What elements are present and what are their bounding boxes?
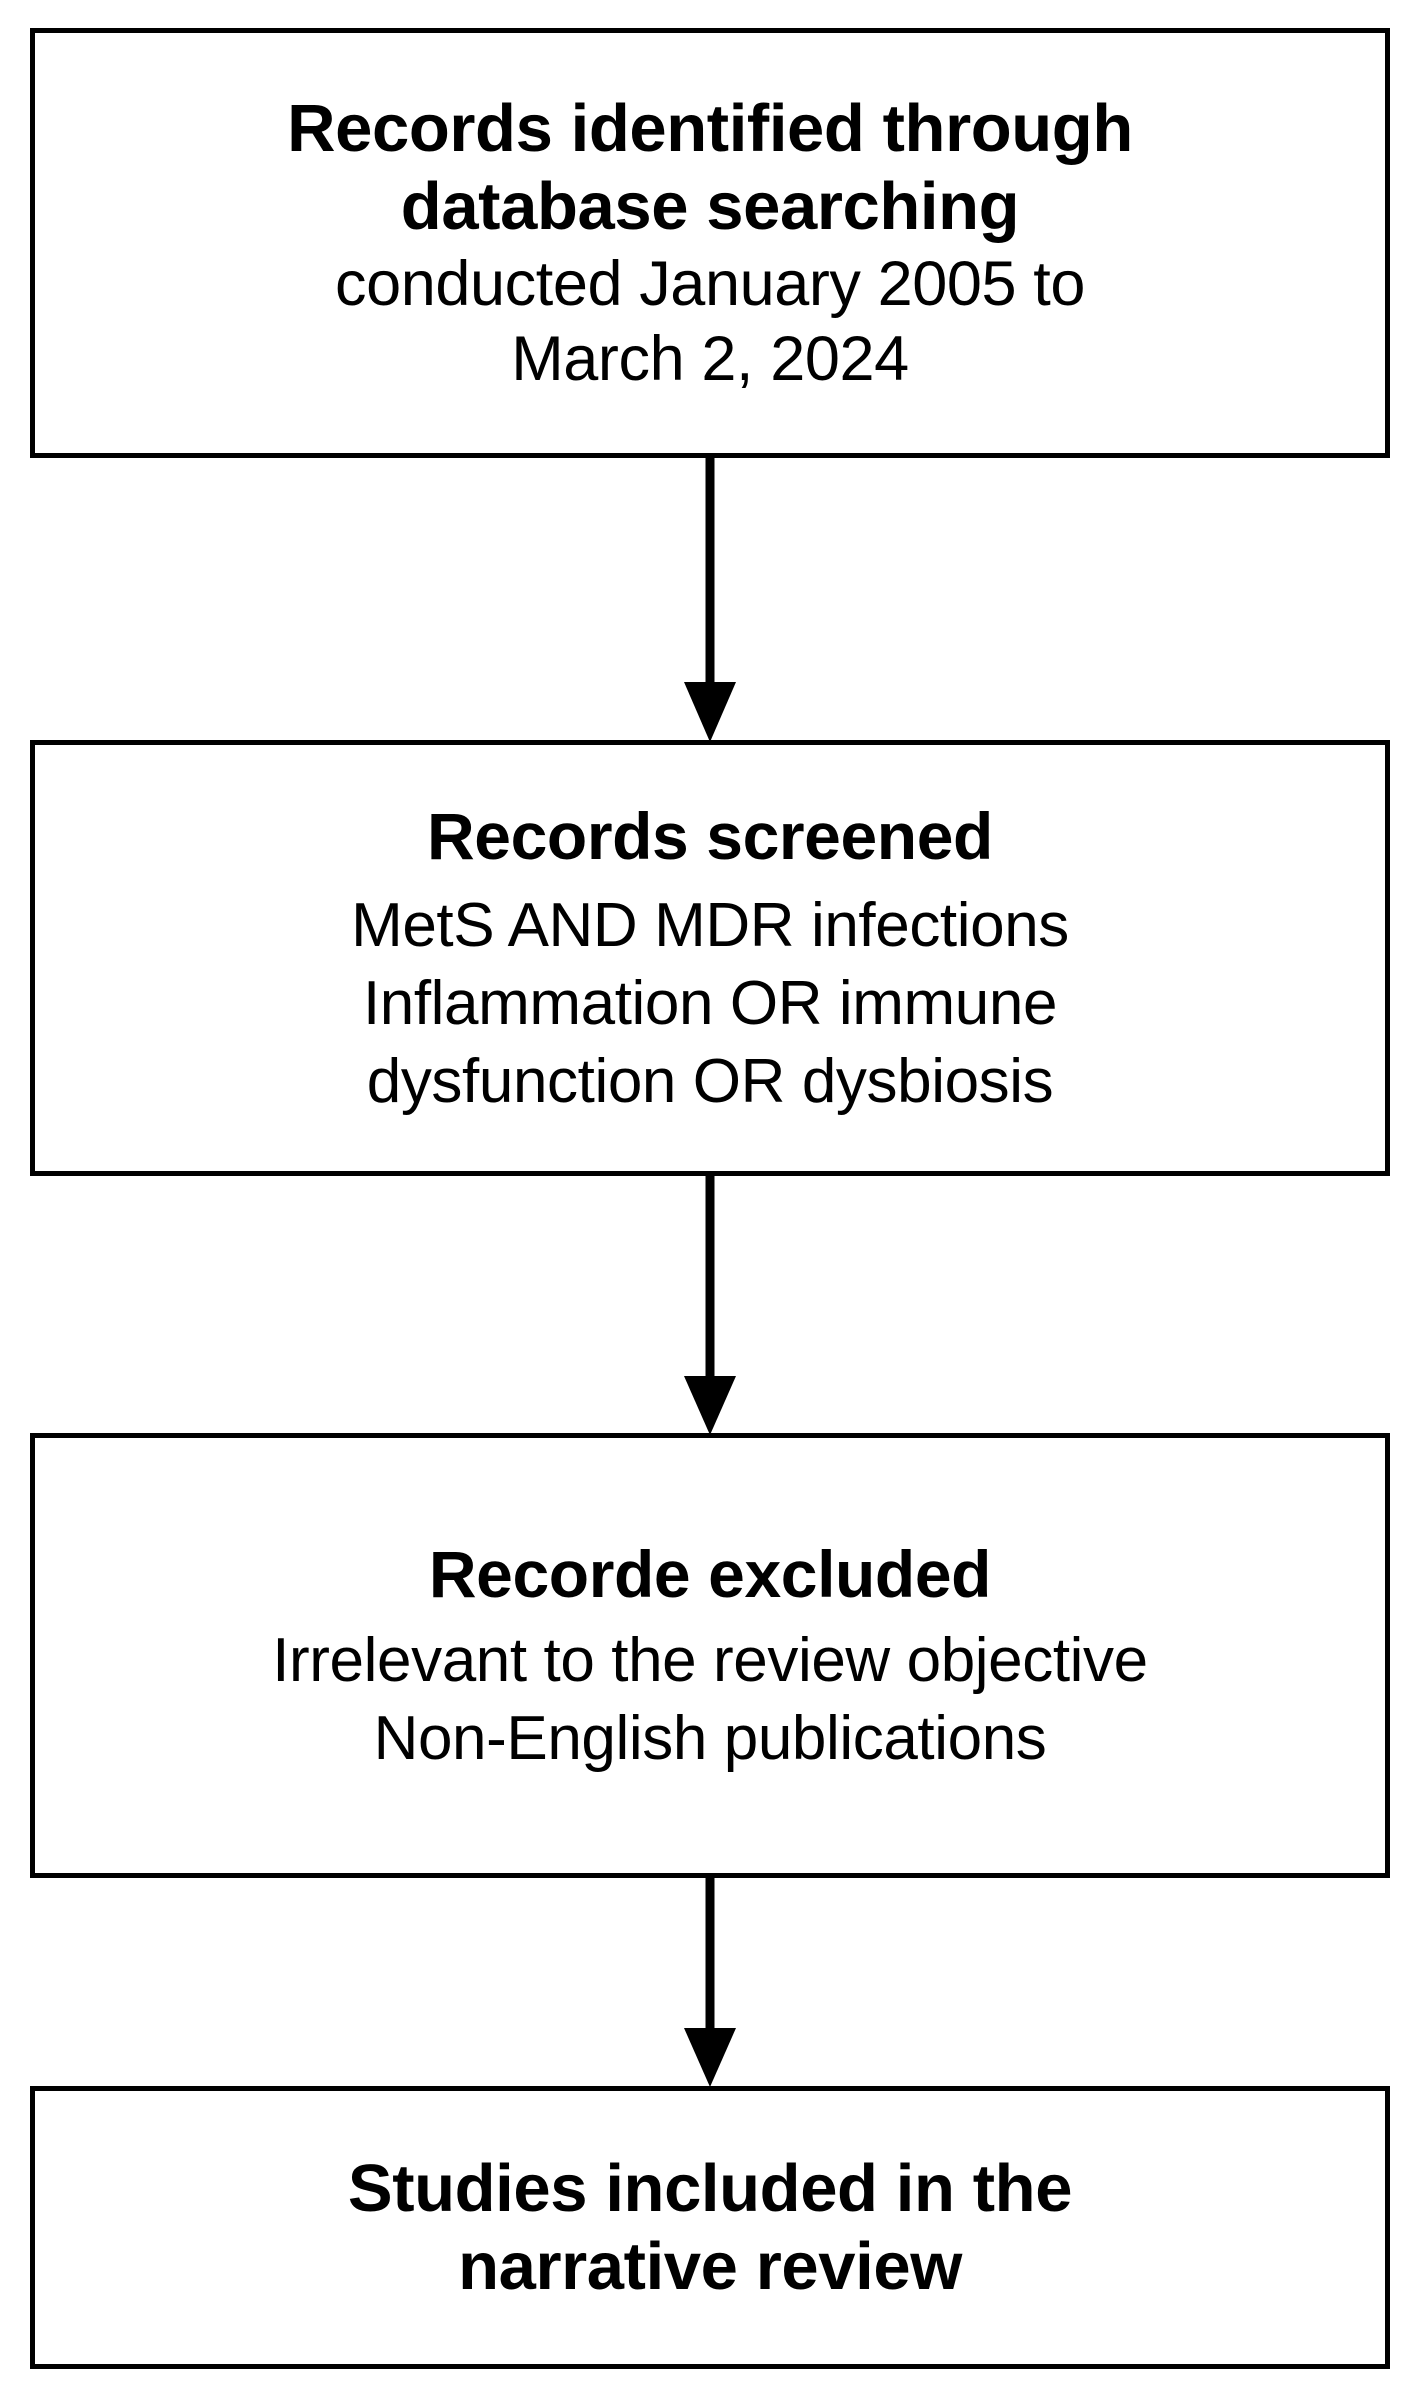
box-body-line: dysfunction OR dysbiosis (366, 1047, 1054, 1117)
box-heading-line: Studies included in the (347, 2150, 1073, 2226)
down-arrow-icon (684, 1176, 736, 1435)
box-body-line: conducted January 2005 to (334, 248, 1086, 319)
flow-box-records-screened[interactable]: Records screened MetS AND MDR infections… (30, 740, 1390, 1176)
flow-box-studies-included[interactable]: Studies included in the narrative review (30, 2086, 1390, 2369)
box-heading-line: narrative review (458, 2228, 962, 2304)
box-heading-line: Records screened (427, 798, 993, 873)
box-body-line: Irrelevant to the review objective (272, 1625, 1148, 1695)
down-arrow-icon (684, 1878, 736, 2087)
box-body-line: MetS AND MDR infections (351, 891, 1069, 961)
box-body-line: Inflammation OR immune (362, 969, 1058, 1039)
flow-box-records-excluded[interactable]: Recorde excluded Irrelevant to the revie… (30, 1433, 1390, 1878)
box-body-line: March 2, 2024 (511, 323, 909, 394)
box-heading-line: Records identified through (287, 91, 1133, 167)
box-heading-line: Recorde excluded (428, 1537, 992, 1612)
box-body-line: Non-English publications (373, 1703, 1047, 1773)
flow-box-records-identified[interactable]: Records identified through database sear… (30, 28, 1390, 458)
box-heading-line: database searching (400, 168, 1020, 244)
down-arrow-icon (684, 458, 736, 742)
